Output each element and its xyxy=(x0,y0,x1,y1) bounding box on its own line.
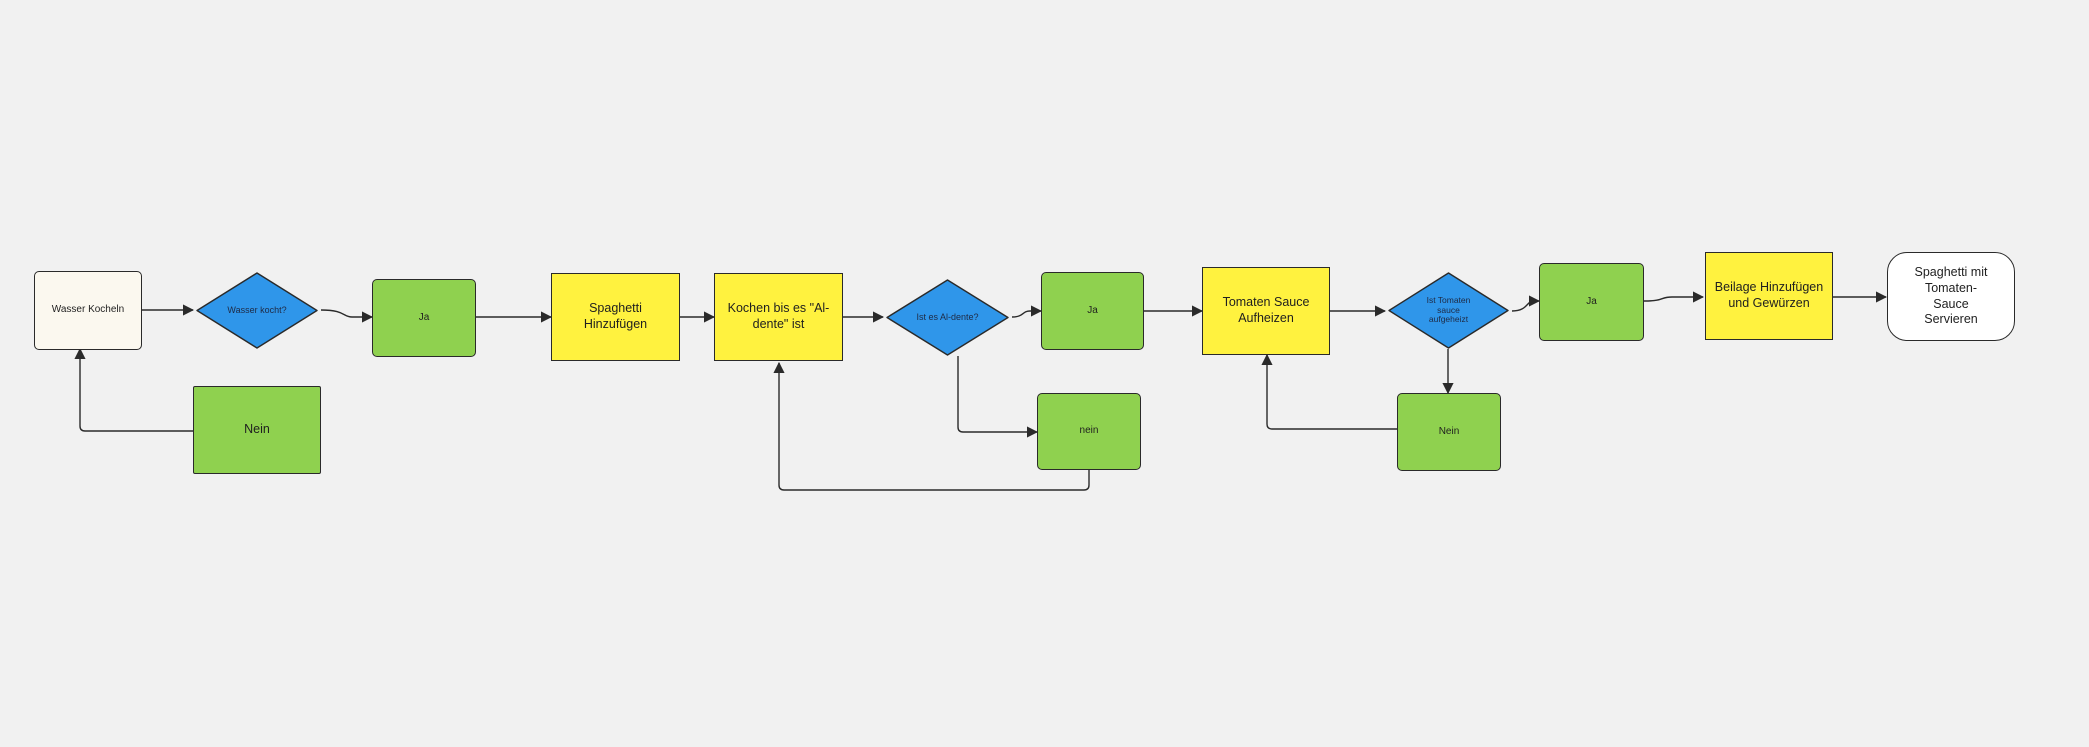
edge-decision2-to-ja2 xyxy=(1011,305,1043,318)
node-nein-2[interactable]: nein xyxy=(1037,393,1141,470)
decision-wasser-kocht-label: Wasser kocht? xyxy=(227,305,287,316)
node-nein-3[interactable]: Nein xyxy=(1397,393,1501,471)
node-ja-2[interactable]: Ja xyxy=(1041,272,1144,350)
decision-wasser-kocht-shape xyxy=(196,272,318,349)
node-nein-2-label: nein xyxy=(1079,425,1099,437)
edge-nein2-to-kochen xyxy=(773,361,1090,491)
node-ja-1-label: Ja xyxy=(418,311,430,323)
node-tomaten-sauce-aufheizen[interactable]: Tomaten Sauce Aufheizen xyxy=(1202,267,1330,355)
edge-ja3-to-beilage xyxy=(1643,291,1705,303)
node-beilage-hinzufuegen[interactable]: Beilage Hinzufügen und Gewürzen xyxy=(1705,252,1833,340)
node-nein-1-label: Nein xyxy=(244,422,270,437)
node-nein-3-label: Nein xyxy=(1438,425,1460,437)
node-ja-2-label: Ja xyxy=(1087,304,1098,316)
decision-ist-al-dente-label: Ist es Al-dente? xyxy=(916,312,979,323)
node-beilage-hinzufuegen-label: Beilage Hinzufügen und Gewürzen xyxy=(1714,280,1824,310)
edge-decision1-to-ja1 xyxy=(320,309,374,323)
edge-decision2-to-nein2 xyxy=(957,356,1039,438)
node-ja-3-label: Ja xyxy=(1586,295,1597,307)
node-wasser-kocheln[interactable]: Wasser Kocheln xyxy=(34,271,142,350)
node-spaghetti-hinzufuegen-label: Spaghetti Hinzufügen xyxy=(583,301,648,331)
edge-decision3-to-ja3 xyxy=(1511,295,1541,312)
edge-nein3-to-tomaten xyxy=(1261,353,1397,430)
decision-ist-sauce-aufgeheizt-label: Ist Tomaten sauce aufgeheizt xyxy=(1426,294,1471,325)
decision-ist-al-dente[interactable]: Ist es Al-dente? xyxy=(886,279,1009,356)
node-servieren[interactable]: Spaghetti mit Tomaten-Sauce Servieren xyxy=(1887,252,2015,341)
decision-wasser-kocht[interactable]: Wasser kocht? xyxy=(196,272,318,349)
node-kochen-al-dente[interactable]: Kochen bis es "Al-dente" ist xyxy=(714,273,843,361)
node-wasser-kocheln-label: Wasser Kocheln xyxy=(51,304,125,316)
node-tomaten-sauce-aufheizen-label: Tomaten Sauce Aufheizen xyxy=(1222,295,1310,325)
edge-nein1-to-start xyxy=(74,347,193,432)
decision-ist-sauce-aufgeheizt[interactable]: Ist Tomaten sauce aufgeheizt xyxy=(1388,272,1509,349)
node-ja-1[interactable]: Ja xyxy=(372,279,476,357)
node-ja-3[interactable]: Ja xyxy=(1539,263,1644,341)
node-nein-1[interactable]: Nein xyxy=(193,386,321,474)
decision-ist-al-dente-shape xyxy=(886,279,1009,356)
node-spaghetti-hinzufuegen[interactable]: Spaghetti Hinzufügen xyxy=(551,273,680,361)
node-kochen-al-dente-label: Kochen bis es "Al-dente" ist xyxy=(727,301,830,331)
decision-ist-sauce-aufgeheizt-shape xyxy=(1388,272,1509,349)
node-servieren-label: Spaghetti mit Tomaten-Sauce Servieren xyxy=(1914,265,1988,327)
